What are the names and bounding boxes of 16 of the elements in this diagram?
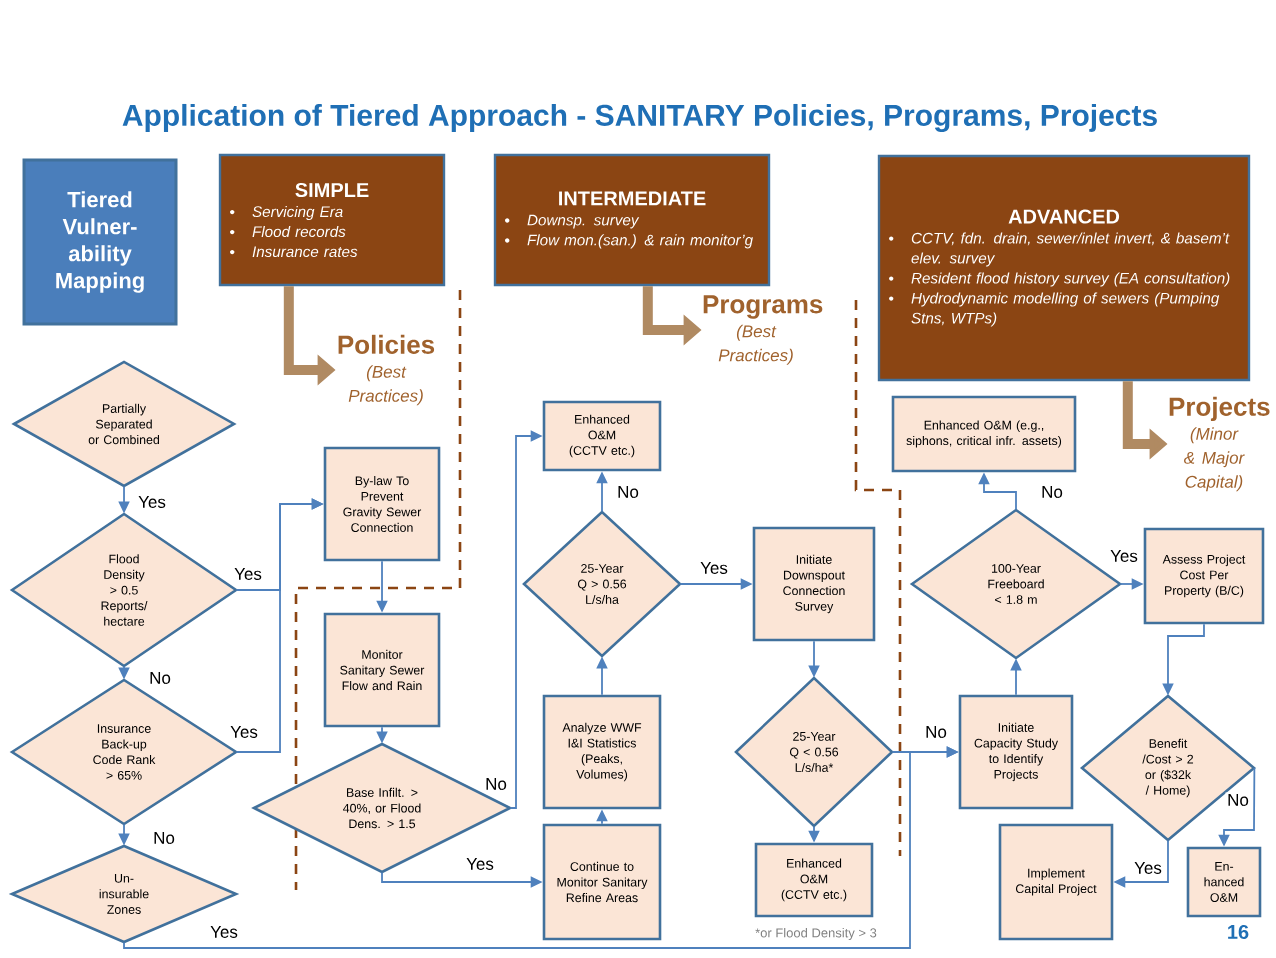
edge-label: Yes — [464, 856, 496, 872]
edge-label: Yes — [698, 560, 730, 576]
edge-label: Yes — [1132, 860, 1164, 876]
tier-box: Tiered Vulner-ability Mapping — [22, 158, 178, 326]
title: Application of Tiered Approach - SANITARY Policies, Programs, Projects — [122, 103, 1157, 133]
edge-label: No — [483, 776, 509, 792]
edge-label: No — [1225, 792, 1251, 808]
outcome-heading: Policies (Best Practices) — [338, 334, 435, 406]
edge-label: Yes — [136, 494, 168, 510]
edge-label: No — [923, 724, 949, 740]
edge-label: No — [1039, 484, 1065, 500]
outcome-heading: Projects (Minor & Major Capital) — [1169, 396, 1270, 492]
outcome-heading: Programs (Best Practices) — [703, 295, 823, 365]
edge-label: No — [615, 484, 641, 500]
edge-label: No — [151, 830, 177, 846]
edge-label: Yes — [208, 924, 240, 940]
